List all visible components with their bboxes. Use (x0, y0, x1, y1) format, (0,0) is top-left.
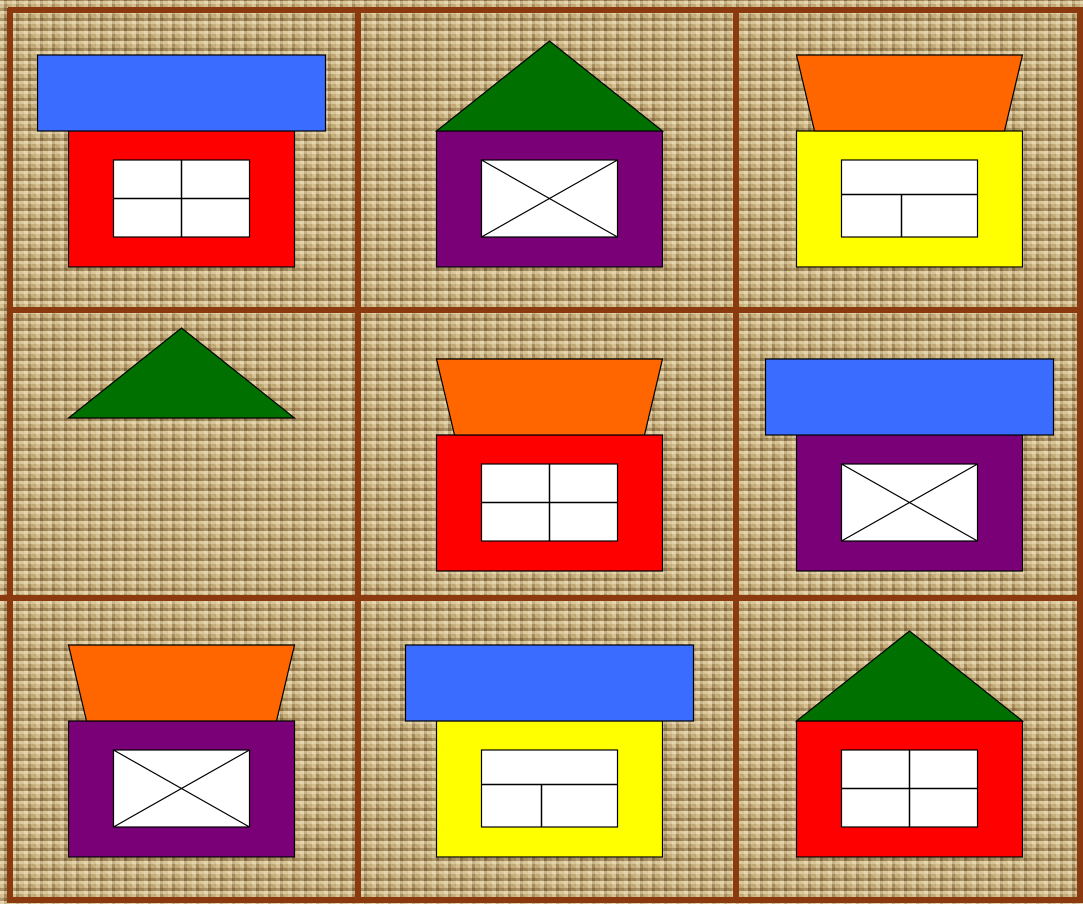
puzzle-cell-r3c2[interactable] (406, 645, 694, 857)
roof-rectangle (38, 55, 326, 131)
puzzle-cell-r3c1[interactable] (69, 645, 295, 857)
house-window (482, 750, 618, 827)
puzzle-cell-r1c1[interactable] (38, 55, 326, 267)
roof-triangle (69, 328, 295, 418)
roof-trapezoid (69, 645, 295, 721)
puzzle-cell-r2c2[interactable] (437, 359, 663, 571)
puzzle-cell-r2c1[interactable] (69, 328, 295, 418)
puzzle-cell-r2c3[interactable] (766, 359, 1054, 571)
roof-triangle (437, 41, 663, 131)
roof-rectangle (766, 359, 1054, 435)
roof-trapezoid (437, 359, 663, 435)
roof-triangle (797, 631, 1023, 721)
puzzle-cell-r3c3[interactable] (797, 631, 1023, 857)
puzzle-cell-r1c3[interactable] (797, 55, 1023, 267)
roof-rectangle (406, 645, 694, 721)
house-window (842, 160, 978, 237)
puzzle-cell-r1c2[interactable] (437, 41, 663, 267)
roof-trapezoid (797, 55, 1023, 131)
